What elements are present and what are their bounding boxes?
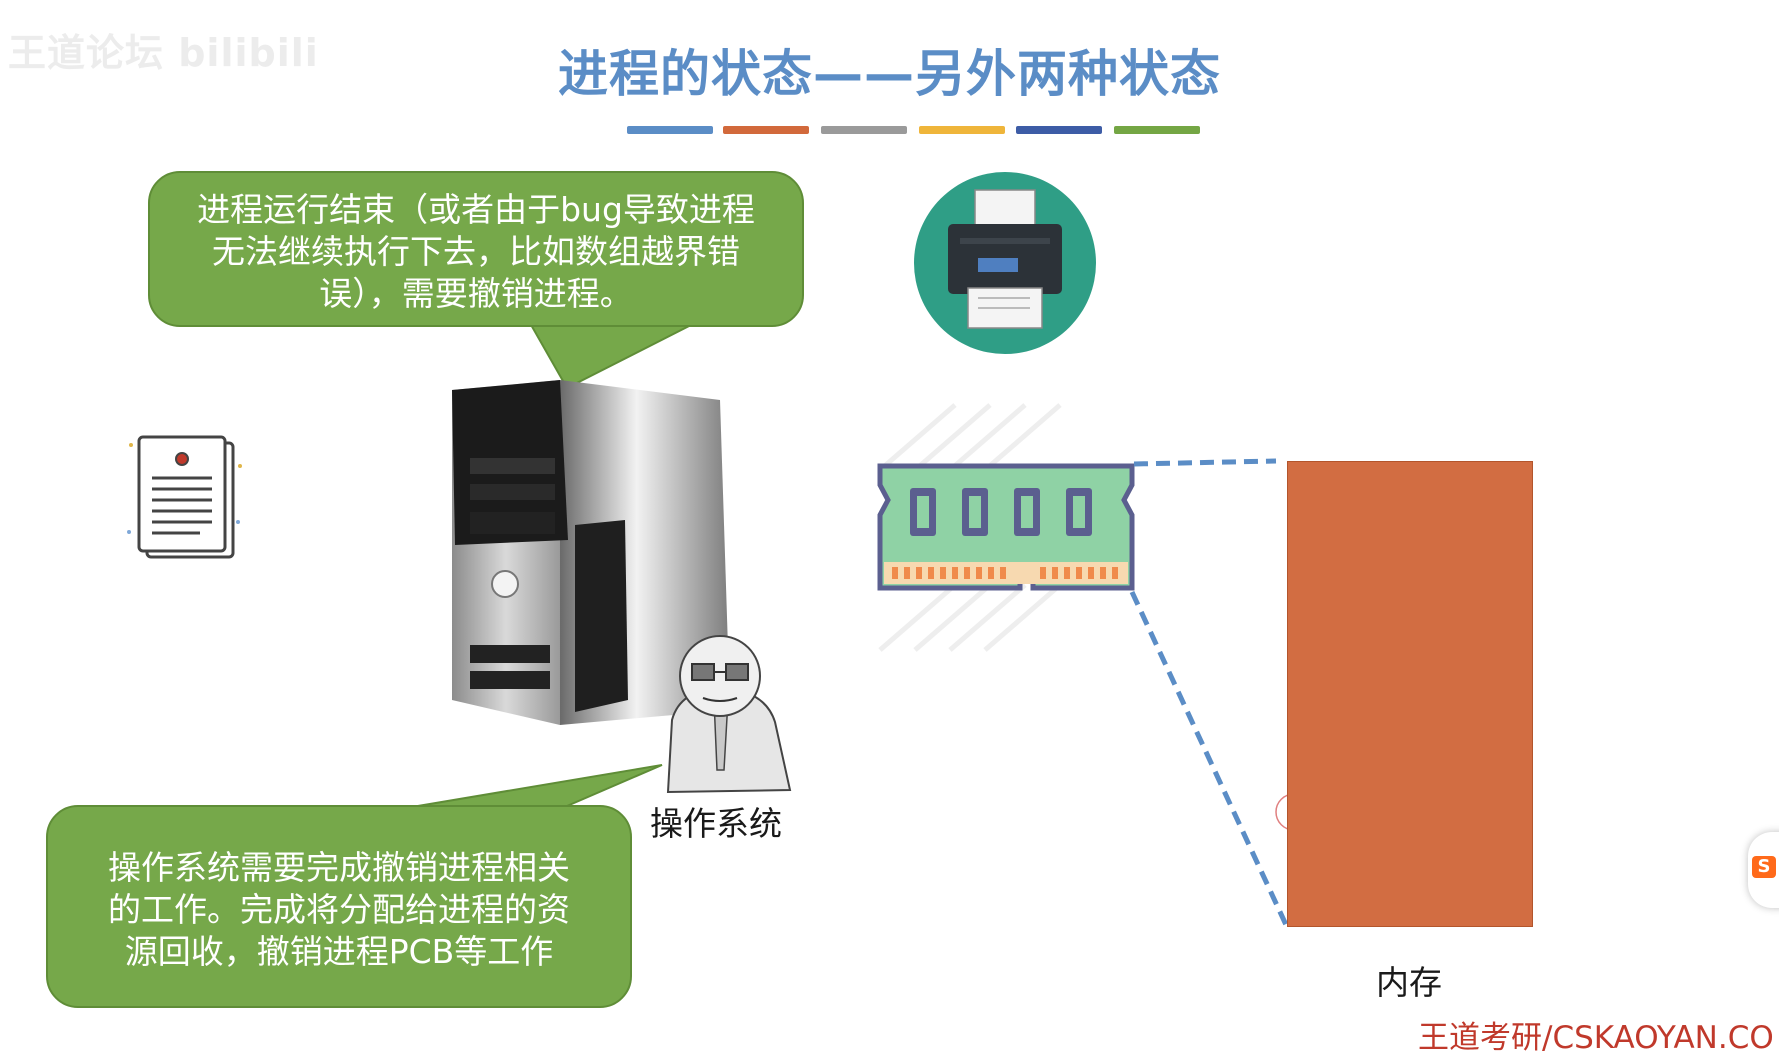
ram-chip-icon [877, 403, 1135, 652]
bubble-bottom-line: 操作系统需要完成撤销进程相关 [108, 848, 570, 887]
footer-brand: 王道考研/CSKAOYAN.CO [1418, 1020, 1774, 1056]
color-bar [919, 126, 1005, 134]
memory-block [1287, 461, 1533, 927]
color-bar [627, 126, 713, 134]
bubble-top-line: 误），需要撤销进程。 [319, 274, 633, 313]
printer-icon [914, 172, 1096, 354]
speech-bubble-bottom: 操作系统需要完成撤销进程相关 的工作。完成将分配给进程的资 源回收，撤销进程PC… [46, 805, 632, 1008]
bubble-bottom-line: 源回收，撤销进程PCB等工作 [124, 932, 554, 971]
memory-label: 内存 [1376, 963, 1442, 1002]
color-bar [723, 126, 809, 134]
bubble-top-line: 无法继续执行下去，比如数组越界错 [212, 232, 740, 271]
zoom-line-top [1133, 458, 1277, 467]
color-bar [1016, 126, 1102, 134]
slide-title: 进程的状态——另外两种状态 [558, 45, 1221, 103]
speech-bubble-top: 进程运行结束（或者由于bug导致进程 无法继续执行下去，比如数组越界错 误），需… [148, 171, 804, 327]
color-bar [1114, 126, 1200, 134]
zoom-line-bottom [1129, 590, 1290, 929]
watermark: 王道论坛 bilibili [8, 31, 319, 75]
document-icon [127, 435, 242, 559]
computer-tower-icon [452, 380, 730, 725]
os-label: 操作系统 [650, 804, 782, 843]
bubble-bottom-tail [399, 764, 663, 810]
bubble-bottom-line: 的工作。完成将分配给进程的资 [108, 890, 570, 929]
sogou-ime-widget[interactable]: S [1748, 832, 1779, 908]
color-bar [821, 126, 907, 134]
bubble-top-tail [528, 322, 696, 390]
person-icon [666, 635, 792, 794]
sogou-ime-icon[interactable]: S [1752, 856, 1776, 878]
bubble-top-line: 进程运行结束（或者由于bug导致进程 [197, 190, 755, 229]
